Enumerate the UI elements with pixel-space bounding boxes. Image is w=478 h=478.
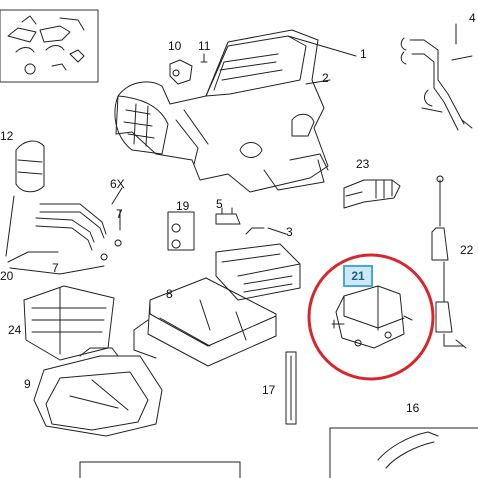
- part-6x-hoses: [7, 187, 123, 275]
- callout-17: 17: [262, 383, 276, 397]
- part-22-strut: [431, 175, 467, 349]
- inset-hardware-box: [0, 9, 99, 83]
- callout-22: 22: [460, 243, 474, 257]
- callout-7-lower: 7: [52, 261, 59, 275]
- callout-1: 1: [360, 47, 367, 61]
- part-8-tray: [133, 277, 277, 367]
- part-16-inset-box: [329, 427, 478, 478]
- callout-20: 20: [0, 269, 14, 283]
- callout-23: 23: [356, 157, 370, 171]
- callout-2: 2: [322, 71, 329, 85]
- callout-8: 8: [166, 287, 173, 301]
- callout-16: 16: [406, 401, 420, 415]
- leader-1: [287, 35, 357, 57]
- part-4-coolant-pipes: [400, 23, 473, 131]
- callout-9: 9: [24, 377, 31, 391]
- part-2-heater-housing: [114, 29, 329, 193]
- part-5-clip: [215, 207, 241, 225]
- callout-11: 11: [198, 39, 211, 53]
- callout-10: 10: [168, 39, 182, 53]
- callout-3: 3: [286, 225, 293, 239]
- part-17-strip: [285, 351, 297, 425]
- part-24-duct: [23, 285, 115, 361]
- callout-4: 4: [469, 11, 476, 25]
- callout-24: 24: [8, 323, 22, 337]
- callout-6x: 6X: [110, 177, 125, 191]
- part-9-lower-housing: [33, 347, 163, 437]
- callout-5: 5: [216, 197, 223, 211]
- part-3-heater-core: [215, 227, 301, 301]
- highlight-circle: [307, 253, 435, 381]
- leader-2: [305, 79, 331, 85]
- part-11-screw: [200, 53, 208, 63]
- highlighted-callout-21: 21: [343, 265, 373, 287]
- part-23-sensor: [343, 179, 401, 209]
- callout-19: 19: [176, 199, 190, 213]
- part-19-gasket: [167, 211, 195, 251]
- callout-7-upper: 7: [116, 207, 123, 221]
- callout-12: 12: [0, 129, 14, 143]
- part-10-bracket: [169, 59, 193, 85]
- part-12-strap: [5, 140, 45, 257]
- part-21-actuator: [331, 285, 413, 349]
